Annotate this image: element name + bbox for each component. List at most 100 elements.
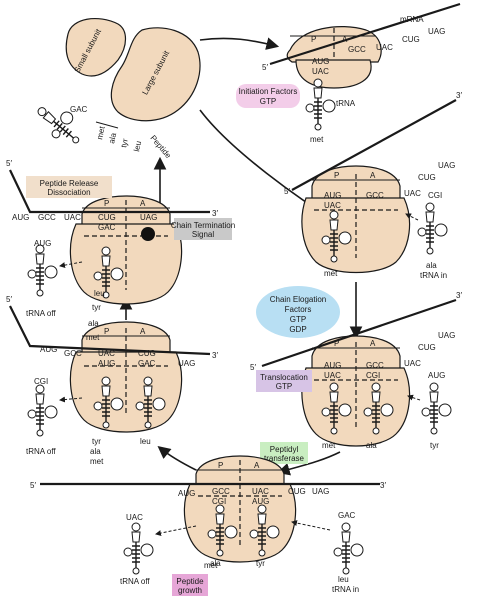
svg-text:3′: 3′: [212, 209, 218, 218]
svg-text:Initiation Factors: Initiation Factors: [239, 87, 298, 96]
ribosome-stage-left-2: [9, 305, 211, 433]
five-prime-label: 5′: [262, 63, 268, 72]
svg-text:tRNA off: tRNA off: [26, 447, 56, 456]
svg-text:ala: ala: [90, 447, 101, 456]
svg-text:GTP: GTP: [290, 315, 306, 324]
svg-text:AUG: AUG: [428, 371, 445, 380]
svg-text:3′: 3′: [456, 91, 462, 100]
svg-text:met: met: [204, 561, 218, 570]
svg-text:GCC: GCC: [366, 361, 384, 370]
svg-text:UAG: UAG: [312, 487, 329, 496]
departing-trna-cgi: [27, 384, 58, 437]
svg-text:5′: 5′: [250, 363, 256, 372]
svg-text:Dissociation: Dissociation: [47, 188, 90, 197]
svg-text:UAC: UAC: [252, 487, 269, 496]
svg-text:Translocation: Translocation: [260, 373, 308, 382]
svg-text:P: P: [218, 461, 223, 470]
svg-text:met: met: [90, 457, 104, 466]
svg-text:met: met: [324, 269, 338, 278]
svg-text:UAC: UAC: [404, 189, 421, 198]
departing-trna-aug-left: [27, 244, 58, 297]
svg-text:UAG: UAG: [438, 161, 455, 170]
svg-text:UAC: UAC: [324, 371, 341, 380]
svg-text:AUG: AUG: [324, 191, 341, 200]
ribosome-stage-right-1: [291, 99, 457, 274]
svg-text:5′: 5′: [6, 159, 12, 168]
site-p-label: P: [311, 35, 316, 44]
svg-text:CUG: CUG: [418, 173, 436, 182]
peptide-chain-line: [95, 121, 119, 129]
codon-cug: CUG: [402, 35, 420, 44]
svg-text:CGI: CGI: [366, 371, 380, 380]
svg-text:A: A: [254, 461, 260, 470]
peptide-residue-tyr: tyr: [119, 138, 130, 149]
peptide-growth-box: Peptide growth: [172, 574, 208, 596]
svg-text:GTP: GTP: [276, 382, 292, 391]
small-subunit: Small subunit: [65, 17, 127, 77]
mrna-label: mRNA: [400, 15, 424, 24]
peptidyl-transferase-box: Peptidyl transferase: [260, 442, 308, 464]
svg-text:GDP: GDP: [289, 325, 306, 334]
departing-trna-aug: [421, 382, 452, 435]
initiation-met: met: [310, 135, 324, 144]
svg-text:CGI: CGI: [34, 377, 48, 386]
svg-text:3′: 3′: [212, 351, 218, 360]
svg-text:Peptide Release: Peptide Release: [40, 179, 99, 188]
trna-label: tRNA: [336, 99, 356, 108]
incoming-trna-ala: [417, 202, 448, 255]
svg-text:UAG: UAG: [438, 331, 455, 340]
peptide-residue-met: met: [95, 125, 107, 141]
peptide-residue-leu: leu: [132, 140, 143, 152]
svg-text:Chain Termination: Chain Termination: [171, 221, 235, 230]
ribosome-stage-bottom: [40, 455, 380, 563]
svg-text:AUG: AUG: [178, 489, 195, 498]
svg-text:GCC: GCC: [64, 349, 82, 358]
svg-text:tRNA in: tRNA in: [420, 271, 447, 280]
svg-text:GCC: GCC: [366, 191, 384, 200]
arrow-to-peptidyl: [276, 451, 341, 476]
svg-text:3′: 3′: [380, 481, 386, 490]
svg-text:tyr: tyr: [92, 303, 101, 312]
peptide-release-box: Peptide Release Dissociation: [26, 176, 112, 198]
svg-text:A: A: [370, 339, 376, 348]
svg-text:GTP: GTP: [260, 97, 276, 106]
svg-text:tyr: tyr: [256, 559, 265, 568]
translocation-box: Translocation GTP: [256, 370, 312, 392]
svg-text:Factors: Factors: [285, 305, 312, 314]
ribosome-stage-right-2: [261, 298, 457, 447]
svg-text:AUG: AUG: [98, 359, 115, 368]
svg-text:Chain Elogation: Chain Elogation: [270, 295, 326, 304]
svg-text:AUG: AUG: [40, 345, 57, 354]
svg-text:growth: growth: [178, 586, 202, 595]
svg-text:AUG: AUG: [324, 361, 341, 370]
svg-text:tyr: tyr: [92, 437, 101, 446]
departing-trna-uac: [123, 522, 154, 575]
ribosome-stage-left-1: [9, 169, 210, 305]
svg-text:5′: 5′: [6, 295, 12, 304]
svg-text:ala: ala: [210, 559, 221, 568]
svg-text:tRNA off: tRNA off: [120, 577, 150, 586]
svg-text:AUG: AUG: [34, 239, 51, 248]
mrna-strand-left2: [9, 305, 211, 356]
svg-text:met: met: [322, 441, 336, 450]
svg-text:UAC: UAC: [324, 201, 341, 210]
mrna-strand-stage2: [261, 298, 457, 368]
svg-text:tyr: tyr: [430, 441, 439, 450]
peptide-label: Peptide: [148, 134, 173, 161]
large-subunit: Large subunit: [110, 27, 201, 122]
svg-text:GAC: GAC: [138, 359, 156, 368]
svg-text:3′: 3′: [456, 291, 462, 300]
svg-text:5′: 5′: [30, 481, 36, 490]
svg-text:P: P: [104, 199, 109, 208]
incoming-trna-leu: [333, 522, 364, 575]
codon-uac: UAC: [376, 43, 393, 52]
svg-text:A: A: [140, 327, 146, 336]
svg-text:P: P: [334, 339, 339, 348]
svg-text:ala: ala: [88, 319, 99, 328]
svg-text:GCC: GCC: [212, 487, 230, 496]
svg-text:CGI: CGI: [212, 497, 226, 506]
svg-text:P: P: [104, 327, 109, 336]
site-a-label: A: [342, 35, 348, 44]
